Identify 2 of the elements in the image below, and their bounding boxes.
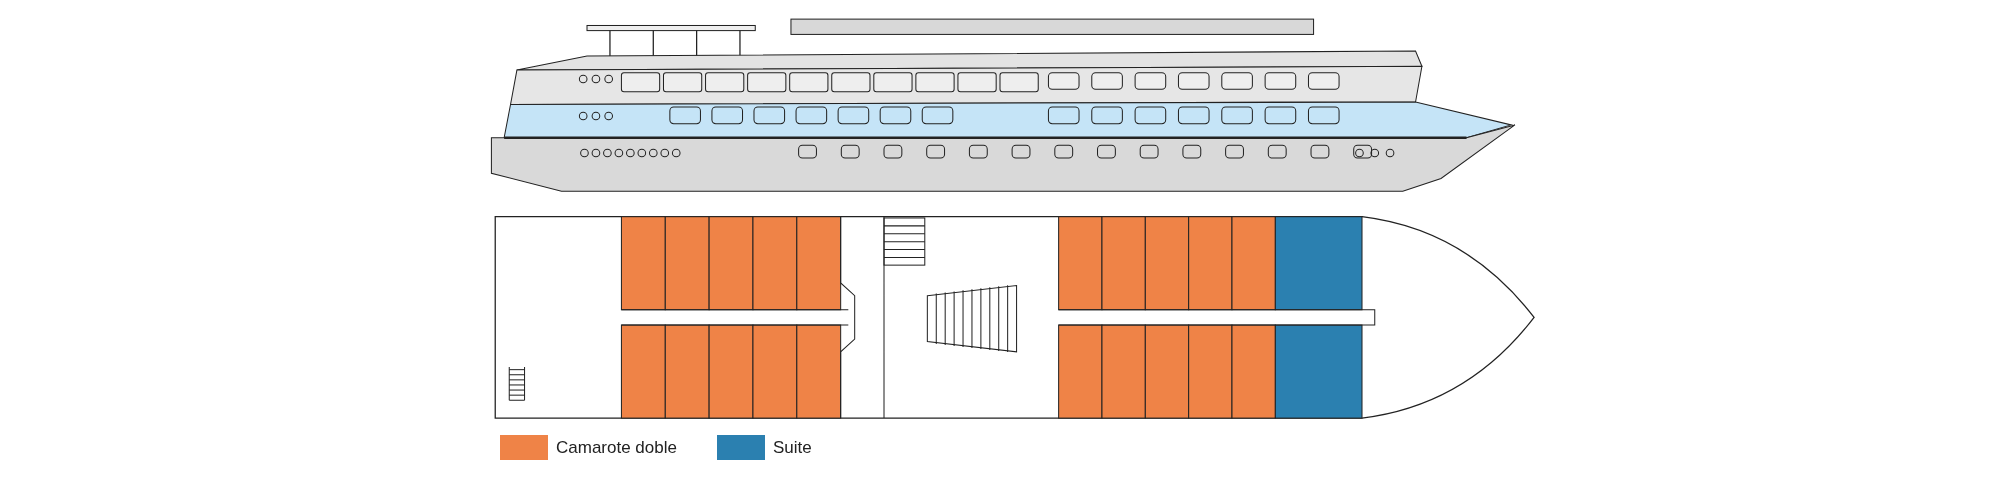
- legend-label: Suite: [773, 437, 812, 459]
- legend-label: Camarote doble: [556, 437, 677, 459]
